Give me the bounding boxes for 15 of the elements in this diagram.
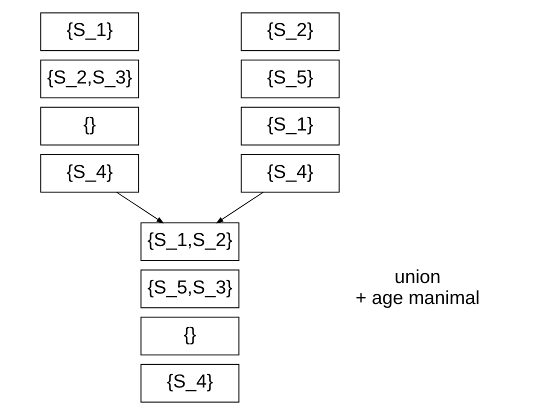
node-box: {} (140, 316, 240, 356)
node-box: {S_2,S_3} (40, 60, 140, 98)
node-box: {S_1,S_2} (140, 222, 240, 262)
node-box: {S_4} (240, 154, 340, 193)
node-box: {S_4} (40, 154, 140, 193)
node-box: {} (40, 106, 140, 146)
label: union + age manimal (355, 266, 480, 308)
arrow (216, 192, 264, 224)
arrow (116, 192, 164, 224)
node-box: {S_4} (140, 364, 240, 403)
node-box: {S_5} (240, 60, 340, 98)
node-box: {S_1} (40, 12, 140, 52)
node-box: {S_5,S_3} (140, 270, 240, 308)
node-box: {S_1} (240, 106, 340, 146)
node-box: {S_2} (240, 12, 340, 52)
